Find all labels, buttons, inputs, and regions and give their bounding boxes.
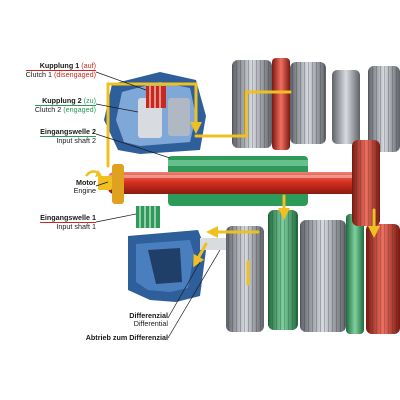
diff-takeoff-label: Abtrieb zum Differenzial	[85, 333, 168, 342]
clutch1-label-en: Clutch 1	[25, 70, 53, 80]
clutch1-label: Kupplung 1 (auf) Clutch 1 (disengaged)	[25, 61, 96, 80]
leader-lines	[95, 71, 221, 339]
input-shaft-1	[108, 172, 374, 194]
clutch1-state-de: (auf)	[81, 61, 96, 70]
output-gear	[352, 140, 380, 226]
clutch2-state-en: (engaged)	[63, 105, 96, 115]
input-shaft1-label-de: Eingangswelle 1	[40, 213, 96, 224]
clutch2-plates	[136, 206, 160, 228]
engine-rotation-icon	[85, 170, 102, 177]
engine-label: Motor Engine	[73, 178, 96, 196]
clutch2-label-en: Clutch 2	[34, 105, 62, 115]
clutch2-state-de: (zu)	[83, 96, 96, 105]
differential-label-en: Differential	[133, 319, 168, 329]
clutch1-plates	[146, 86, 166, 108]
diff-takeoff-label-de: Abtrieb zum Differenzial	[85, 333, 168, 342]
lower-gear-cluster	[226, 210, 400, 334]
input-shaft2-label-en: Input shaft 2	[56, 136, 96, 146]
engine-label-de: Motor	[76, 178, 96, 187]
input-shaft1-label-en: Input shaft 1	[56, 222, 96, 232]
differential-label-de: Differenzial	[129, 311, 168, 320]
upper-gear-cluster	[232, 58, 400, 152]
input-shaft2-label-de: Eingangswelle 2	[40, 127, 96, 138]
clutch-housing	[104, 72, 206, 154]
power-flow-arrows	[106, 82, 380, 286]
clutch1-label-de: Kupplung 1	[39, 61, 80, 70]
differential-housing	[128, 230, 226, 302]
input-shaft1-label: Eingangswelle 1 Input shaft 1	[40, 213, 96, 232]
engine-label-en: Engine	[73, 186, 96, 196]
clutch2-label: Kupplung 2 (zu) Clutch 2 (engaged)	[34, 96, 96, 115]
clutch1-state-en: (disengaged)	[54, 70, 96, 80]
differential-label: Differenzial Differential	[129, 311, 168, 329]
clutch2-label-de: Kupplung 2	[42, 96, 82, 105]
input-shaft2-label: Eingangswelle 2 Input shaft 2	[40, 127, 96, 146]
